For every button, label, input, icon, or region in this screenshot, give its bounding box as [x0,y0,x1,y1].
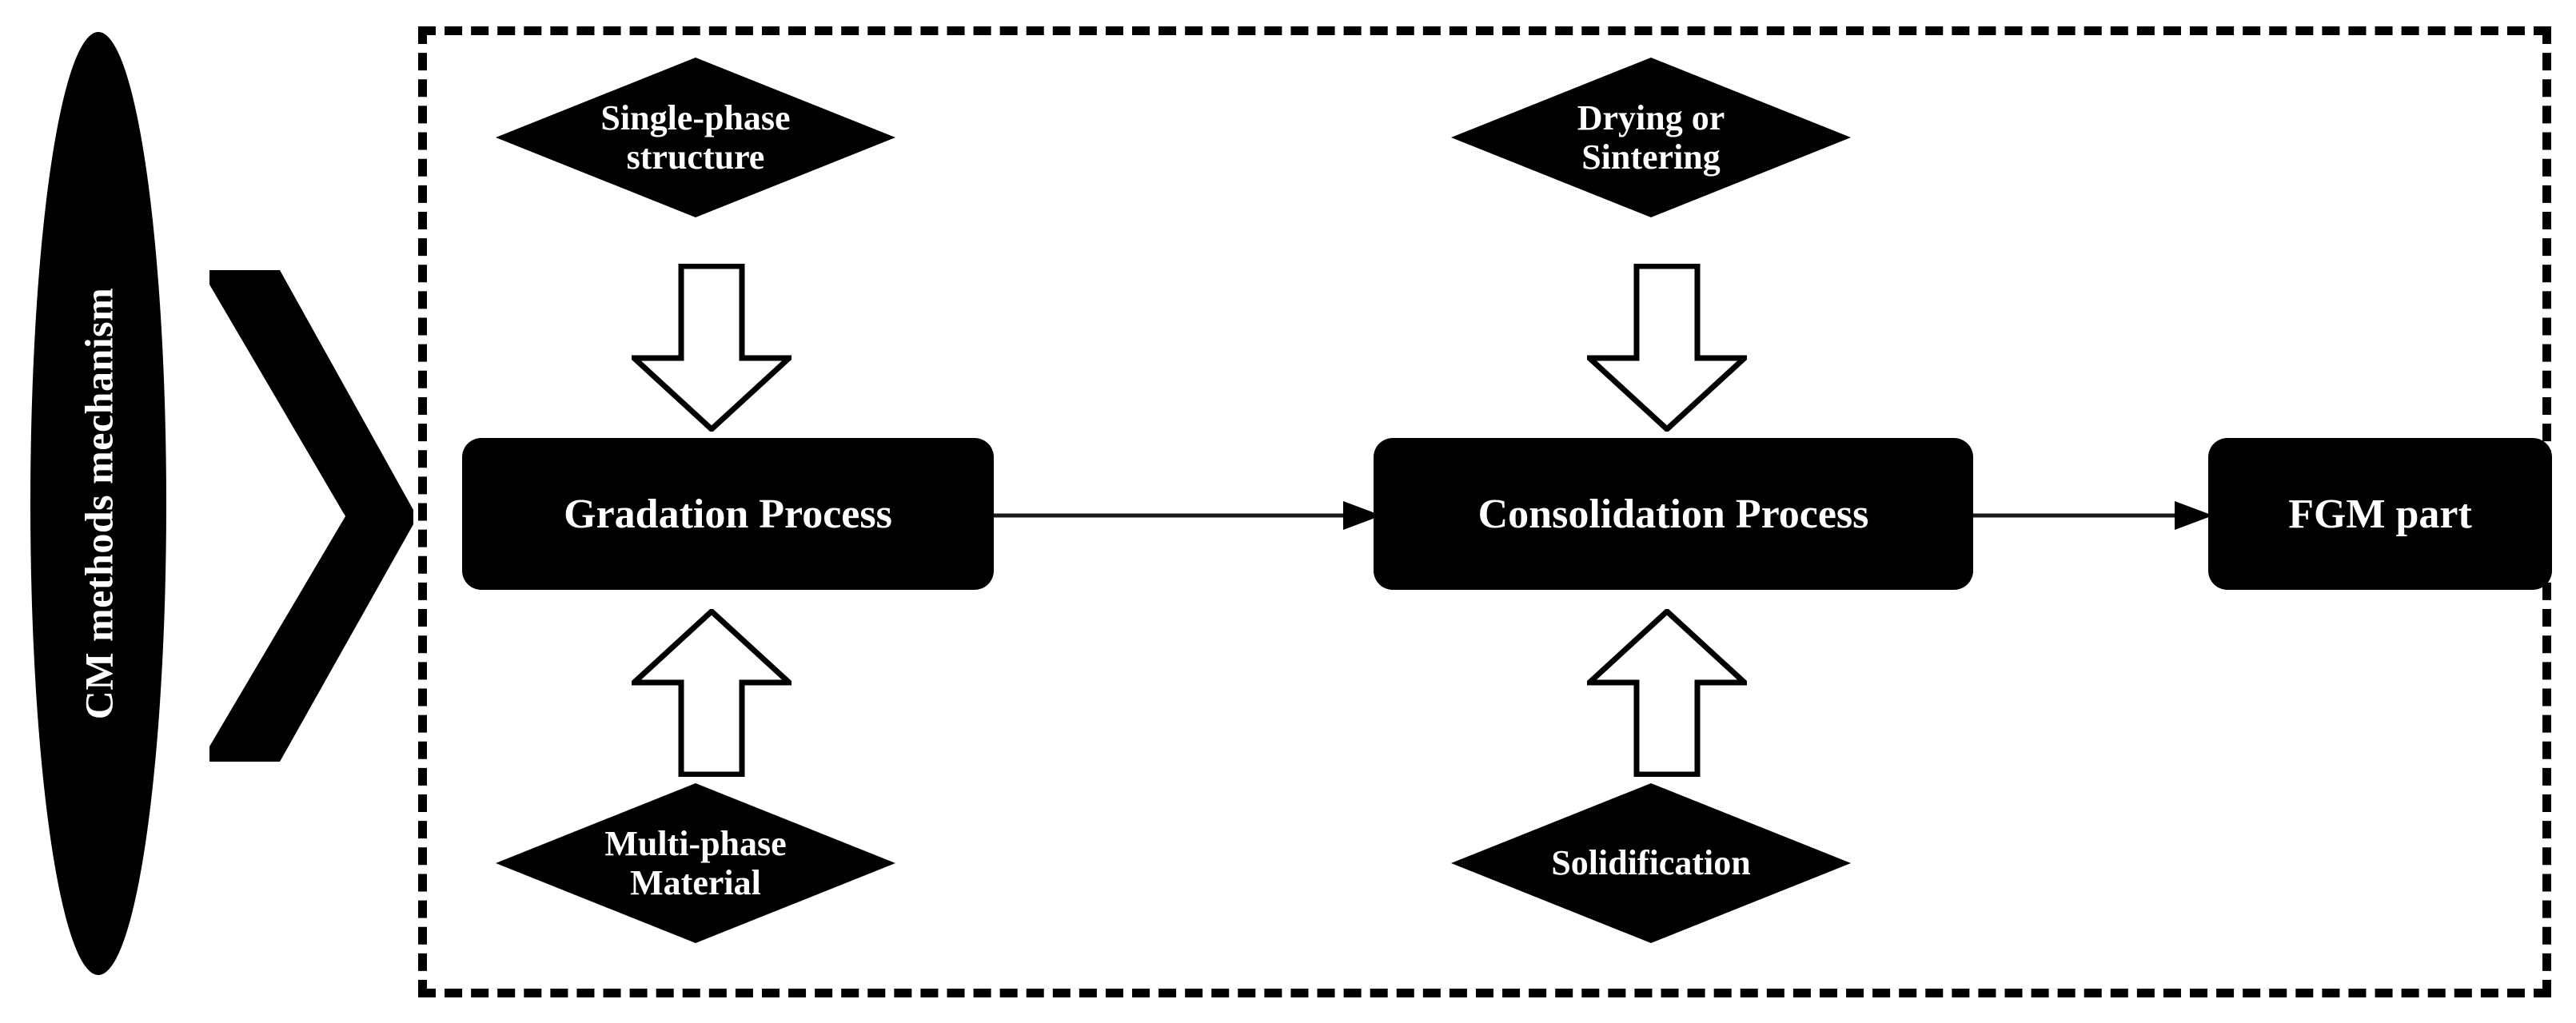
diamond-solidification[interactable]: Solidification [1451,783,1851,943]
process-box-gradation[interactable]: Gradation Process [462,438,994,590]
diamond-multi-phase-material[interactable]: Multi-phase Material [496,783,895,943]
hollow-arrow-down-icon [1587,264,1747,432]
process-box-fgm-part[interactable]: FGM part [2208,438,2552,590]
chevron-right-icon [209,270,413,762]
process-box-consolidation[interactable]: Consolidation Process [1374,438,1973,590]
diamond-drying-or-sintering[interactable]: Drying or Sintering [1451,58,1851,217]
flow-arrow-consolidation-to-fgm [1973,501,2213,530]
flow-arrow-gradation-to-consolidation [994,501,1382,530]
diamond-label: Single-phase structure [600,98,791,177]
hollow-arrow-up-icon [632,609,792,777]
diamond-single-phase-structure[interactable]: Single-phase structure [496,58,895,217]
diamond-label: Multi-phase Material [604,823,787,902]
hollow-arrow-down-icon [632,264,792,432]
mechanism-ellipse [30,32,166,975]
hollow-arrow-up-icon [1587,609,1747,777]
diamond-label: Drying or Sintering [1577,98,1725,177]
diamond-label: Solidification [1551,843,1751,883]
